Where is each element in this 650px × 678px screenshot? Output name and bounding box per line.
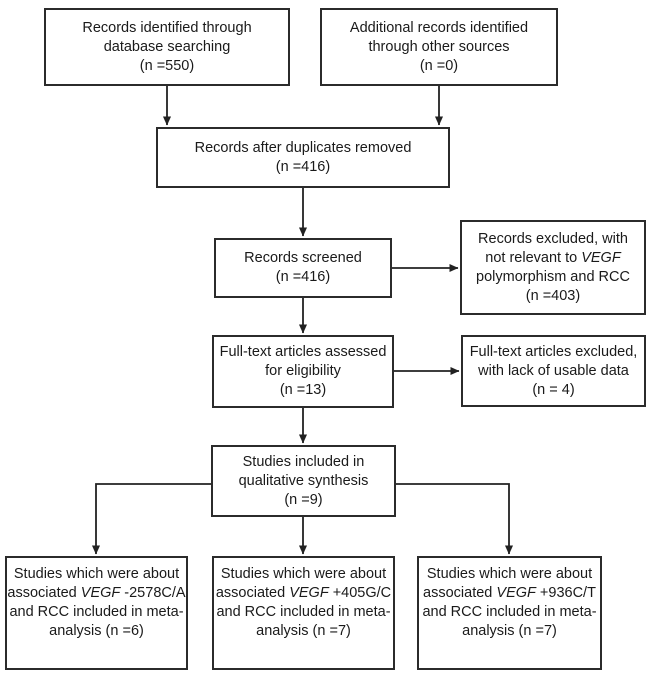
box-line: (n =9): [284, 491, 323, 508]
box-line: and RCC included in meta-: [216, 604, 391, 620]
box-line: Records identified through: [82, 19, 252, 36]
box-line: (n =0): [419, 57, 459, 74]
gene-name-italic: VEGF: [289, 585, 329, 601]
text-segment: -2578C/A: [120, 585, 186, 601]
box-line: (n =416): [275, 269, 331, 285]
box-line: (n =416): [275, 158, 331, 175]
box-line: database searching: [103, 38, 231, 55]
box-records-identified: Records identified through database sear…: [44, 8, 290, 86]
box-line: Studies which were about: [220, 566, 387, 582]
box-line: through other sources: [368, 38, 510, 55]
box-line: (n =403): [525, 287, 581, 304]
arrow-qualitative-to-meta-936: [396, 483, 514, 555]
box-line: associated VEGF -2578C/A: [7, 584, 185, 603]
box-line: qualitative synthesis: [238, 472, 369, 489]
gene-name-italic: VEGF: [581, 249, 621, 266]
box-qualitative-synthesis: Studies included in qualitative synthesi…: [211, 445, 396, 517]
box-line: and RCC included in meta-: [9, 604, 184, 620]
gene-name-italic: VEGF: [80, 585, 121, 601]
text-segment: associated: [7, 585, 81, 601]
box-line: polymorphism and RCC: [476, 268, 630, 285]
box-records-screened: Records screened (n =416): [214, 238, 392, 298]
box-meta-936ct: Studies which were about associated VEGF…: [417, 556, 602, 670]
box-line: Records excluded, with: [478, 230, 628, 247]
box-line: Records after duplicates removed: [194, 139, 412, 156]
box-fulltext-excluded: Full-text articles excluded, with lack o…: [461, 335, 646, 407]
box-meta-405gc: Studies which were about associated VEGF…: [212, 556, 395, 670]
box-line: analysis (n =7): [462, 623, 557, 639]
box-line: Full-text articles excluded,: [469, 343, 638, 360]
text-segment: associated: [423, 585, 497, 601]
box-fulltext-assessed: Full-text articles assessed for eligibil…: [212, 335, 394, 408]
box-records-excluded: Records excluded, with not relevant to V…: [460, 220, 646, 315]
box-line: Additional records identified: [349, 19, 529, 36]
gene-name-italic: VEGF: [496, 585, 536, 601]
box-line: not relevant to VEGF: [485, 249, 620, 268]
box-line: Studies included in: [242, 453, 365, 470]
text-segment: +936C/T: [535, 585, 596, 601]
box-line: (n =13): [279, 382, 327, 398]
arrow-qualitative-to-meta-2578: [91, 483, 211, 555]
box-line: Full-text articles assessed: [219, 344, 387, 360]
box-line: analysis (n =6): [49, 623, 144, 639]
box-line: Studies which were about: [13, 566, 180, 582]
box-line: analysis (n =7): [256, 623, 351, 639]
box-line: (n =550): [139, 57, 195, 74]
text-segment: associated: [215, 585, 290, 601]
box-line: Records screened: [244, 250, 362, 266]
box-line: associated VEGF +936C/T: [423, 584, 596, 603]
box-line: with lack of usable data: [478, 362, 629, 379]
box-additional-records: Additional records identified through ot…: [320, 8, 558, 86]
box-line: (n = 4): [532, 381, 575, 398]
box-line: and RCC included in meta-: [422, 604, 597, 620]
box-meta-2578ca: Studies which were about associated VEGF…: [5, 556, 188, 670]
text-segment: +405G/C: [328, 585, 392, 601]
box-line: associated VEGF +405G/C: [216, 584, 391, 603]
box-line: Studies which were about: [426, 566, 593, 582]
box-duplicates-removed: Records after duplicates removed (n =416…: [156, 127, 450, 188]
text-segment: not relevant to: [485, 249, 582, 266]
box-line: for eligibility: [265, 363, 341, 379]
